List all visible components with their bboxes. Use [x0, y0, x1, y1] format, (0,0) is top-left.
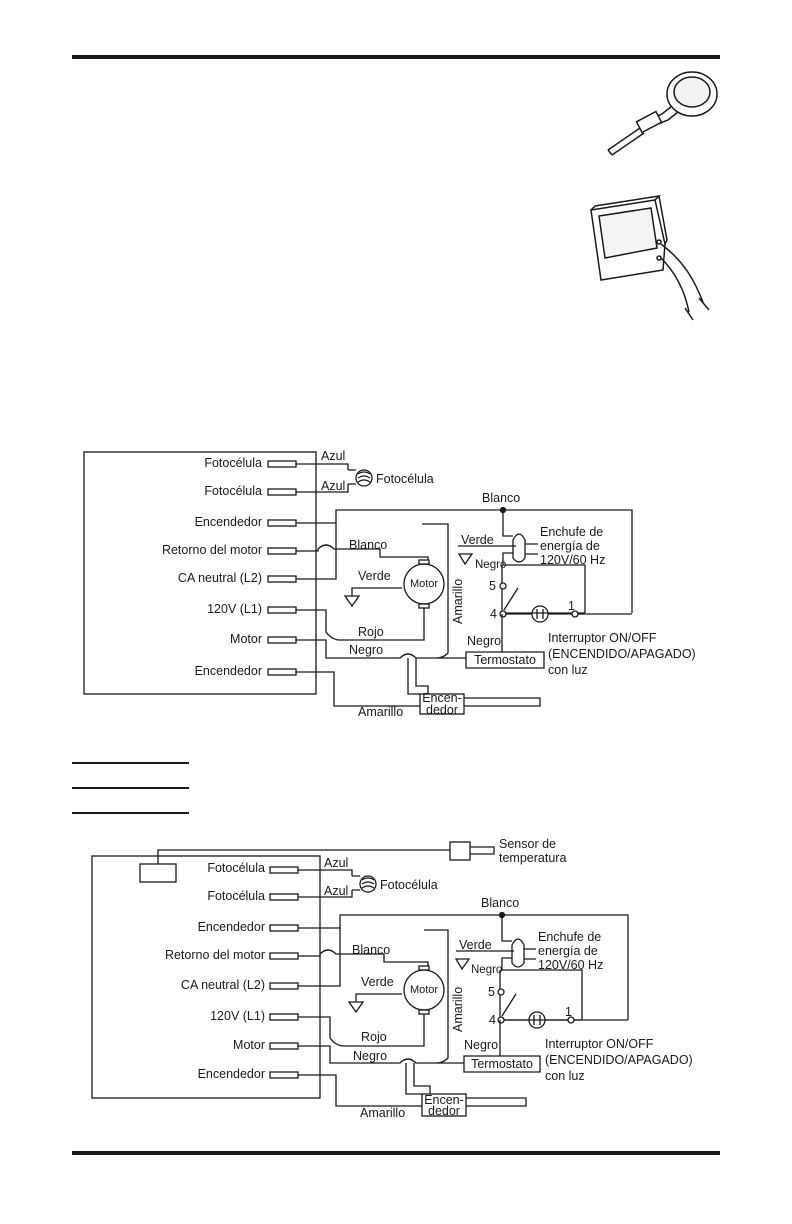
d1-terminal-5: 5 — [489, 579, 496, 593]
d1-blanco-motor: Blanco — [349, 538, 387, 552]
d2-switch-line2: (ENCENDIDO/APAGADO) — [545, 1053, 693, 1067]
d1-thermostat: Termostato — [474, 653, 536, 667]
tester-box-illustration — [590, 194, 710, 321]
d2-sensor-line1: Sensor de — [499, 837, 556, 851]
d2-thermostat: Termostato — [471, 1057, 533, 1071]
d1-plug-line2: energía de — [540, 539, 600, 553]
d2-label-ca-neutral: CA neutral (L2) — [181, 978, 265, 992]
d1-negro-motor: Negro — [349, 643, 383, 657]
d2-photocell-label: Fotocélula — [380, 878, 438, 892]
d2-plug-line3: 120V/60 Hz — [538, 958, 603, 972]
d2-verde-plug: Verde — [459, 938, 492, 952]
control-board — [91, 855, 321, 1099]
d1-switch-line1: Interruptor ON/OFF — [548, 631, 657, 645]
d2-wire-azul-1: Azul — [324, 856, 348, 870]
top-rule — [72, 55, 720, 59]
d1-label-retorno-motor: Retorno del motor — [162, 543, 262, 557]
d2-label-encendedor-1: Encendedor — [198, 920, 265, 934]
d2-amarillo-vertical: Amarillo — [451, 987, 465, 1032]
d2-negro-motor: Negro — [353, 1049, 387, 1063]
d1-photocell-label: Fotocélula — [376, 472, 434, 486]
d1-plug-line3: 120V/60 Hz — [540, 553, 605, 567]
d1-wire-azul-2: Azul — [321, 479, 345, 493]
d2-label-fotocelula-1: Fotocélula — [207, 861, 265, 875]
bottom-rule — [72, 1151, 720, 1155]
d2-switch-line3: con luz — [545, 1069, 585, 1083]
d2-verde-motor: Verde — [361, 975, 394, 989]
wiring-diagram-1: Fotocélula Fotocélula Encendedor Retorno… — [83, 449, 696, 719]
d1-amarillo-bottom: Amarillo — [358, 705, 403, 719]
d1-label-fotocelula-2: Fotocélula — [204, 484, 262, 498]
d2-label-fotocelula-2: Fotocélula — [207, 889, 265, 903]
d1-negro-plug: Negro — [475, 559, 506, 571]
blank-line-1 — [72, 762, 189, 764]
d2-negro-switch: Negro — [464, 1038, 498, 1052]
d2-amarillo-bottom: Amarillo — [360, 1106, 405, 1120]
d2-motor-label: Motor — [410, 984, 438, 996]
d2-terminal-1: 1 — [565, 1005, 572, 1019]
d1-terminal-1: 1 — [568, 599, 575, 613]
d2-igniter-line2: dedor — [428, 1104, 460, 1118]
d2-label-120v: 120V (L1) — [210, 1009, 265, 1023]
d2-terminal-5: 5 — [488, 985, 495, 999]
d2-wire-azul-2: Azul — [324, 884, 348, 898]
d1-label-fotocelula-1: Fotocélula — [204, 456, 262, 470]
d2-rojo: Rojo — [361, 1030, 387, 1044]
d1-motor-label: Motor — [410, 578, 438, 590]
d1-plug-line1: Enchufe de — [540, 525, 603, 539]
d2-label-motor: Motor — [233, 1038, 265, 1052]
blank-line-2 — [72, 787, 189, 789]
d2-plug-line2: energía de — [538, 944, 598, 958]
d2-terminal-4: 4 — [489, 1013, 496, 1027]
d1-label-motor: Motor — [230, 632, 262, 646]
d1-verde-plug: Verde — [461, 533, 494, 547]
blank-line-3 — [72, 812, 189, 814]
d2-blanco-motor: Blanco — [352, 943, 390, 957]
d1-blanco-top: Blanco — [482, 491, 520, 505]
d2-blanco-top: Blanco — [481, 896, 519, 910]
d1-label-ca-neutral: CA neutral (L2) — [178, 571, 262, 585]
d1-rojo: Rojo — [358, 625, 384, 639]
d1-igniter-line1: Encen- — [422, 691, 462, 705]
d1-switch-line2: (ENCENDIDO/APAGADO) — [548, 647, 696, 661]
d1-igniter-line2: dedor — [426, 703, 458, 717]
d2-plug-line1: Enchufe de — [538, 930, 601, 944]
control-board — [83, 451, 317, 695]
pressure-gauge-illustration — [607, 71, 718, 156]
d1-wire-azul-1: Azul — [321, 449, 345, 463]
d1-label-encendedor-1: Encendedor — [195, 515, 262, 529]
d2-label-encendedor-2: Encendedor — [198, 1067, 265, 1081]
d1-label-encendedor-2: Encendedor — [195, 664, 262, 678]
d1-negro-switch: Negro — [467, 634, 501, 648]
d1-label-120v: 120V (L1) — [207, 602, 262, 616]
d1-verde-motor: Verde — [358, 569, 391, 583]
d2-switch-line1: Interruptor ON/OFF — [545, 1037, 654, 1051]
d2-igniter-line1: Encen- — [424, 1093, 464, 1107]
d1-switch-line3: con luz — [548, 663, 588, 677]
d2-negro-plug: Negro — [471, 964, 502, 976]
d1-amarillo-vertical: Amarillo — [451, 579, 465, 624]
d2-label-retorno-motor: Retorno del motor — [165, 948, 265, 962]
d1-terminal-4: 4 — [490, 607, 497, 621]
wiring-diagram-2: Sensor de temperatura Fotocélula Fotocél… — [91, 837, 693, 1120]
d2-sensor-line2: temperatura — [499, 851, 566, 865]
